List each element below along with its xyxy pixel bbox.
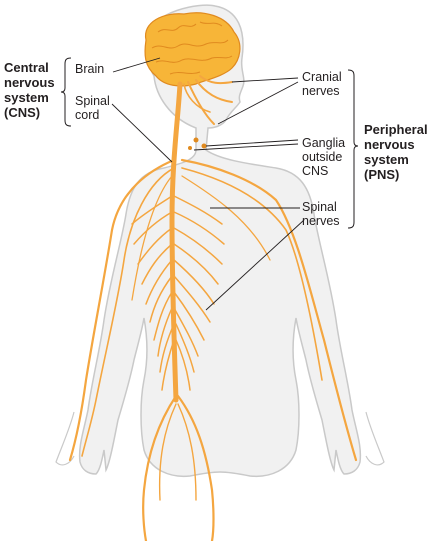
spinal-cord-shape [169, 81, 183, 403]
cranial-leader-1 [231, 77, 299, 83]
cns-group-label: Central nervous system (CNS) [4, 60, 55, 120]
nerve-network [68, 75, 358, 541]
spinal-cord-label: Spinal cord [75, 94, 110, 122]
cns-bracket [60, 57, 72, 127]
pns-group-label: Peripheral nervous system (PNS) [364, 122, 428, 182]
cranial-leader-2 [217, 81, 299, 125]
limb-outline-detail [55, 411, 385, 466]
brain-leader [112, 57, 161, 73]
brain-illustration [144, 12, 241, 87]
leader-lines [111, 57, 305, 311]
cranial-nerves-label: Cranial nerves [302, 70, 342, 98]
brackets [60, 57, 359, 229]
ganglia-leader-2 [193, 143, 299, 151]
ganglia-label: Ganglia outside CNS [302, 136, 346, 178]
spinal-nerves-leader-2 [205, 219, 305, 311]
brain-label: Brain [75, 62, 105, 76]
pns-bracket [347, 69, 359, 229]
spinal-nerves-label: Spinal nerves [302, 200, 340, 228]
ganglia-dots [188, 137, 207, 150]
spinal-cord-leader [111, 103, 173, 163]
ganglia-leader-1 [205, 139, 299, 147]
